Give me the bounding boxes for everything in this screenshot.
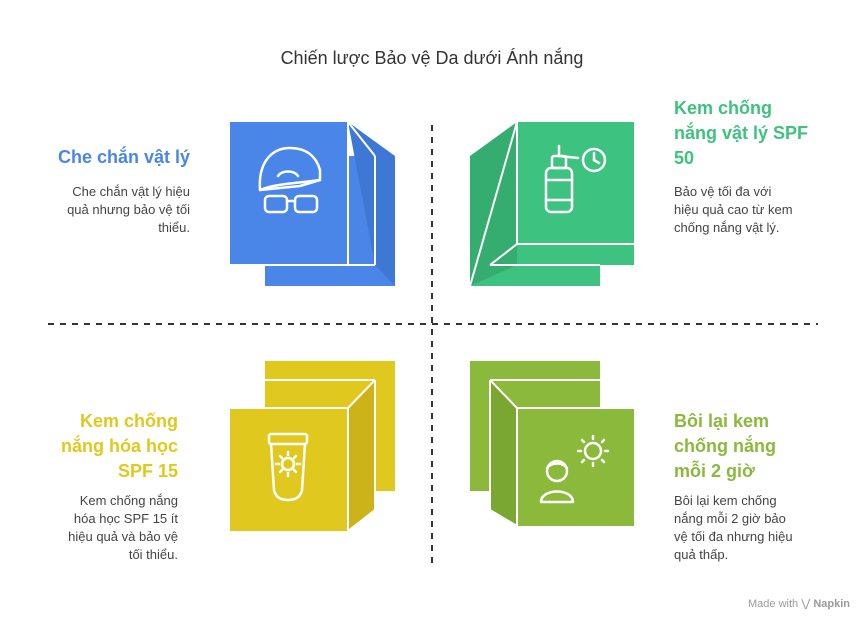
quadrant-2-title: Kem chống nắng vật lý SPF 50 bbox=[674, 98, 809, 168]
footer-made-with-label: Made with bbox=[748, 598, 799, 610]
quadrant-1-title: Che chắn vật lý bbox=[57, 147, 190, 167]
quadrant-1-description: Che chắn vật lý hiệu quả nhưng bảo vệ tố… bbox=[67, 184, 190, 235]
quadrant-3-cube bbox=[229, 361, 395, 532]
quadrant-3-title: Kem chống nắng hóa học SPF 15 bbox=[61, 411, 178, 481]
quadrant-2-description: Bảo vệ tối đa với hiệu quả cao từ kem ch… bbox=[674, 184, 793, 235]
quadrant-4-description: Bôi lại kem chống nắng mỗi 2 giờ bảo vệ … bbox=[674, 493, 793, 562]
person-sun-icon bbox=[539, 434, 610, 504]
made-with-napkin-footer[interactable]: Made with ⋁ Napkin bbox=[748, 597, 850, 610]
quadrant-4-title: Bôi lại kem chống nắng mỗi 2 giờ bbox=[674, 411, 776, 481]
quadrant-4-cube bbox=[470, 361, 634, 527]
quadrant-3-description: Kem chống nắng hóa học SPF 15 ít hiệu qu… bbox=[68, 493, 178, 562]
sunscreen-tube-icon bbox=[267, 432, 309, 502]
quadrant-1-cube bbox=[230, 121, 395, 286]
diagram-title: Chiến lược Bảo vệ Da dưới Ánh nắng bbox=[280, 48, 584, 68]
napkin-logo-icon: ⋁ bbox=[801, 598, 811, 610]
quadrant-2-cube bbox=[469, 121, 634, 287]
footer-brand: Napkin bbox=[813, 598, 850, 610]
cap-and-sunglasses-icon bbox=[258, 146, 322, 214]
spray-bottle-clock-icon bbox=[544, 144, 607, 214]
